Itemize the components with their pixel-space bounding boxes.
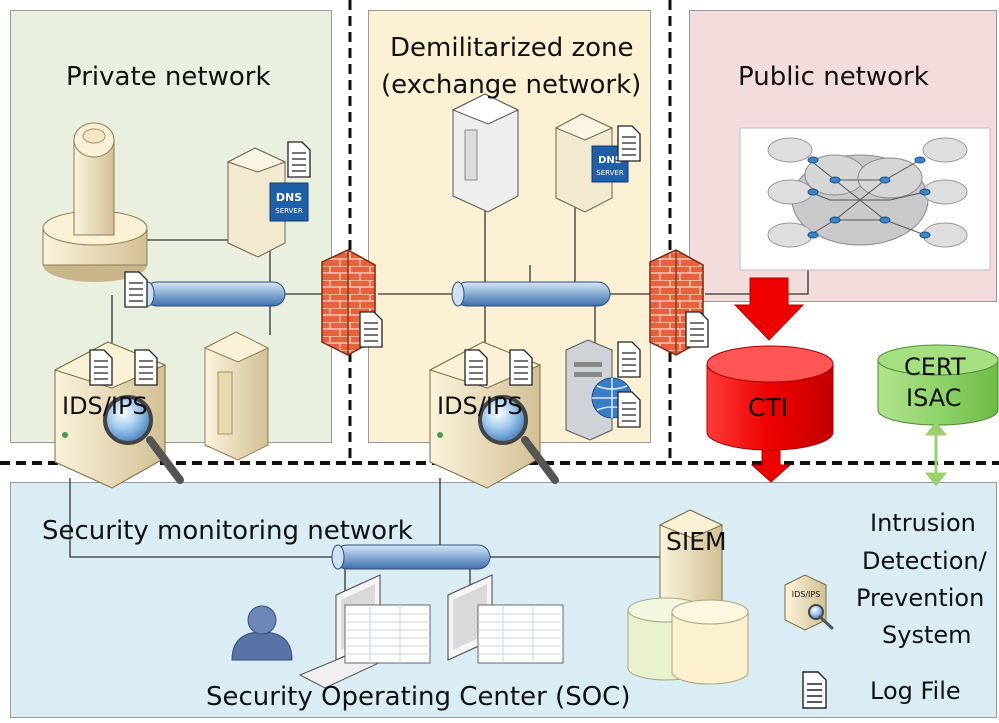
log-file-icon: [287, 141, 311, 178]
backbone-pipe-monitoring: [331, 544, 491, 570]
ids-ips-label-dmz: IDS/IPS: [437, 392, 523, 420]
siem-label: SIEM: [666, 527, 727, 556]
cti-arrow-in: [733, 277, 805, 341]
log-file-icons: [89, 125, 709, 428]
cert-label: CERT: [904, 353, 966, 381]
log-file-icon: [134, 349, 158, 386]
legend-ids-line3: Prevention: [856, 584, 985, 612]
siem-databases: [627, 597, 749, 685]
user-avatar-icon: [231, 605, 293, 661]
log-file-icon: [359, 311, 383, 348]
cti-arrow-out: [750, 449, 792, 483]
workstation-2: [447, 574, 564, 664]
log-file-icon: [89, 349, 113, 386]
svg-text:IDS/IPS: IDS/IPS: [792, 590, 821, 599]
log-file-icon: [617, 391, 641, 428]
legend-log-file-icon: [802, 671, 827, 709]
dns-server-dmz: DNS SERVER: [554, 113, 629, 213]
log-file-icon: [509, 349, 533, 386]
siem-server: [658, 509, 724, 616]
log-file-icon: [617, 125, 641, 162]
legend-log-file-label: Log File: [870, 677, 961, 705]
log-file-icon: [617, 341, 641, 378]
svg-text:SERVER: SERVER: [596, 169, 624, 177]
dmz-title-line1: Demilitarized zone: [390, 33, 634, 63]
tower-server-private: [203, 331, 270, 461]
svg-text:SERVER: SERVER: [275, 207, 303, 215]
public-network-title: Public network: [738, 62, 929, 92]
log-file-icon: [464, 349, 488, 386]
server-dmz: [451, 93, 520, 213]
mainframe-icon: [42, 122, 148, 282]
backbone-pipe-dmz: [451, 281, 611, 307]
private-network-title: Private network: [66, 62, 271, 92]
isac-label: ISAC: [906, 384, 962, 412]
cti-label: CTI: [748, 393, 789, 422]
cert-isac-database: [877, 344, 999, 426]
security-monitoring-title: Security monitoring network: [42, 516, 413, 546]
backbone-pipe-private: [141, 281, 286, 307]
provider-network-diagram: [739, 127, 991, 271]
log-file-icon: [124, 271, 148, 308]
dmz-title-line2: (exchange network): [381, 70, 642, 100]
legend-ids-line1: Intrusion: [870, 509, 976, 537]
legend-ids-icon: IDS/IPS: [784, 574, 834, 631]
svg-text:DNS: DNS: [276, 191, 302, 204]
ids-ips-label-private: IDS/IPS: [62, 392, 148, 420]
workstation-1: [298, 574, 431, 689]
security-monitoring-zone: [10, 482, 997, 718]
soc-label: Security Operating Center (SOC): [206, 682, 631, 712]
cti-database: [706, 345, 834, 451]
svg-text:DNS: DNS: [598, 155, 622, 166]
legend-ids-line4: System: [882, 621, 972, 649]
legend-ids-line2: Detection/: [862, 547, 987, 575]
dns-server-private: DNS SERVER: [226, 147, 309, 258]
log-file-icon: [685, 311, 709, 348]
cert-isac-link: [924, 421, 948, 487]
